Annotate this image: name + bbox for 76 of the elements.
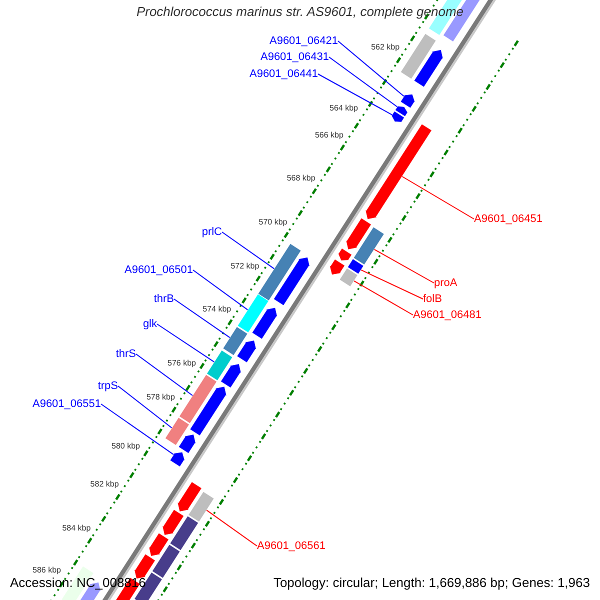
gene-label: folB [423,293,442,305]
scale-label: 578 kbp [146,392,175,402]
gene-feature [236,340,257,364]
gene-feature [413,49,444,88]
gene-label: A9601_06561 [257,540,326,552]
gene-block [169,515,199,551]
leader-line [318,74,392,116]
gene-feature [364,123,432,220]
leader-line [360,269,424,300]
leader-line [374,248,434,284]
gene-feature [273,256,310,306]
scale-label: 568 kbp [286,174,316,183]
gene-label: A9601_06481 [413,309,482,321]
scale-label: 580 kbp [112,442,140,450]
leader-line [328,56,398,108]
gene-feature [148,532,170,557]
gene-block [236,293,270,334]
scale-label: 574 kbp [202,304,232,314]
leader-line [100,404,174,456]
gene-feature [394,106,409,118]
gene-block [152,544,181,579]
gene-block [164,416,190,446]
gene-label: A9601_06551 [32,398,101,410]
scale-label: 576 kbp [168,358,196,368]
gene-block [188,491,215,522]
gene-feature [345,217,372,250]
gene-block [347,258,364,275]
gene-label: A9601_06441 [249,68,318,80]
gene-block [206,350,234,382]
gene-feature [178,434,196,454]
gene-block [178,374,218,424]
gene-label: prlC [202,226,222,238]
gene-feature [251,307,278,340]
scale-label: 570 kbp [258,217,288,226]
gene-label: A9601_06501 [124,264,193,276]
scale-label: 572 kbp [230,261,260,270]
gene-block [257,243,302,302]
scale-label: 582 kbp [90,480,119,489]
gene-block [222,326,248,356]
gene-feature [336,248,352,261]
gene-feature [390,110,405,123]
leader-line [118,386,172,428]
leader-line [156,324,215,362]
diagram-title: Prochlorococcus marinus str. AS9601, complete genome [135,3,465,20]
leader-line [206,510,258,546]
gene-label: thrB [154,293,174,305]
gene-feature [169,452,186,468]
gene-feature [220,363,242,388]
leader-line [338,40,404,97]
gene-block [338,268,358,288]
gene-feature [134,553,156,580]
gene-feature [176,481,202,512]
gene-feature [400,94,416,109]
gene-block [352,226,385,266]
scale-label: 566 kbp [314,130,344,140]
scale-label: 586 kbp [32,566,61,574]
gene-feature [328,258,346,276]
gene-label: glk [142,318,157,330]
leader-line [222,232,275,270]
leader-line [192,270,248,310]
gene-feature [189,386,228,436]
leader-line [174,298,230,338]
gene-label: trpS [98,380,118,392]
scale-label: 584 kbp [62,523,91,532]
scale-label: 562 kbp [371,42,400,52]
gene-label: A9601_06431 [260,51,329,63]
gene-label: A9601_06451 [474,213,543,225]
genome-summary-text: Topology: circular; Length: 1,669,886 bp; Genes: 1,963 [272,574,591,591]
scale-label: 564 kbp [330,104,358,112]
gene-label: proA [434,277,458,289]
leader-line [354,280,414,316]
leader-line [402,176,474,220]
gene-label: thrS [116,348,136,360]
gene-feature [162,508,184,536]
gene-block [400,33,437,80]
gene-label: A9601_06421 [269,35,338,47]
